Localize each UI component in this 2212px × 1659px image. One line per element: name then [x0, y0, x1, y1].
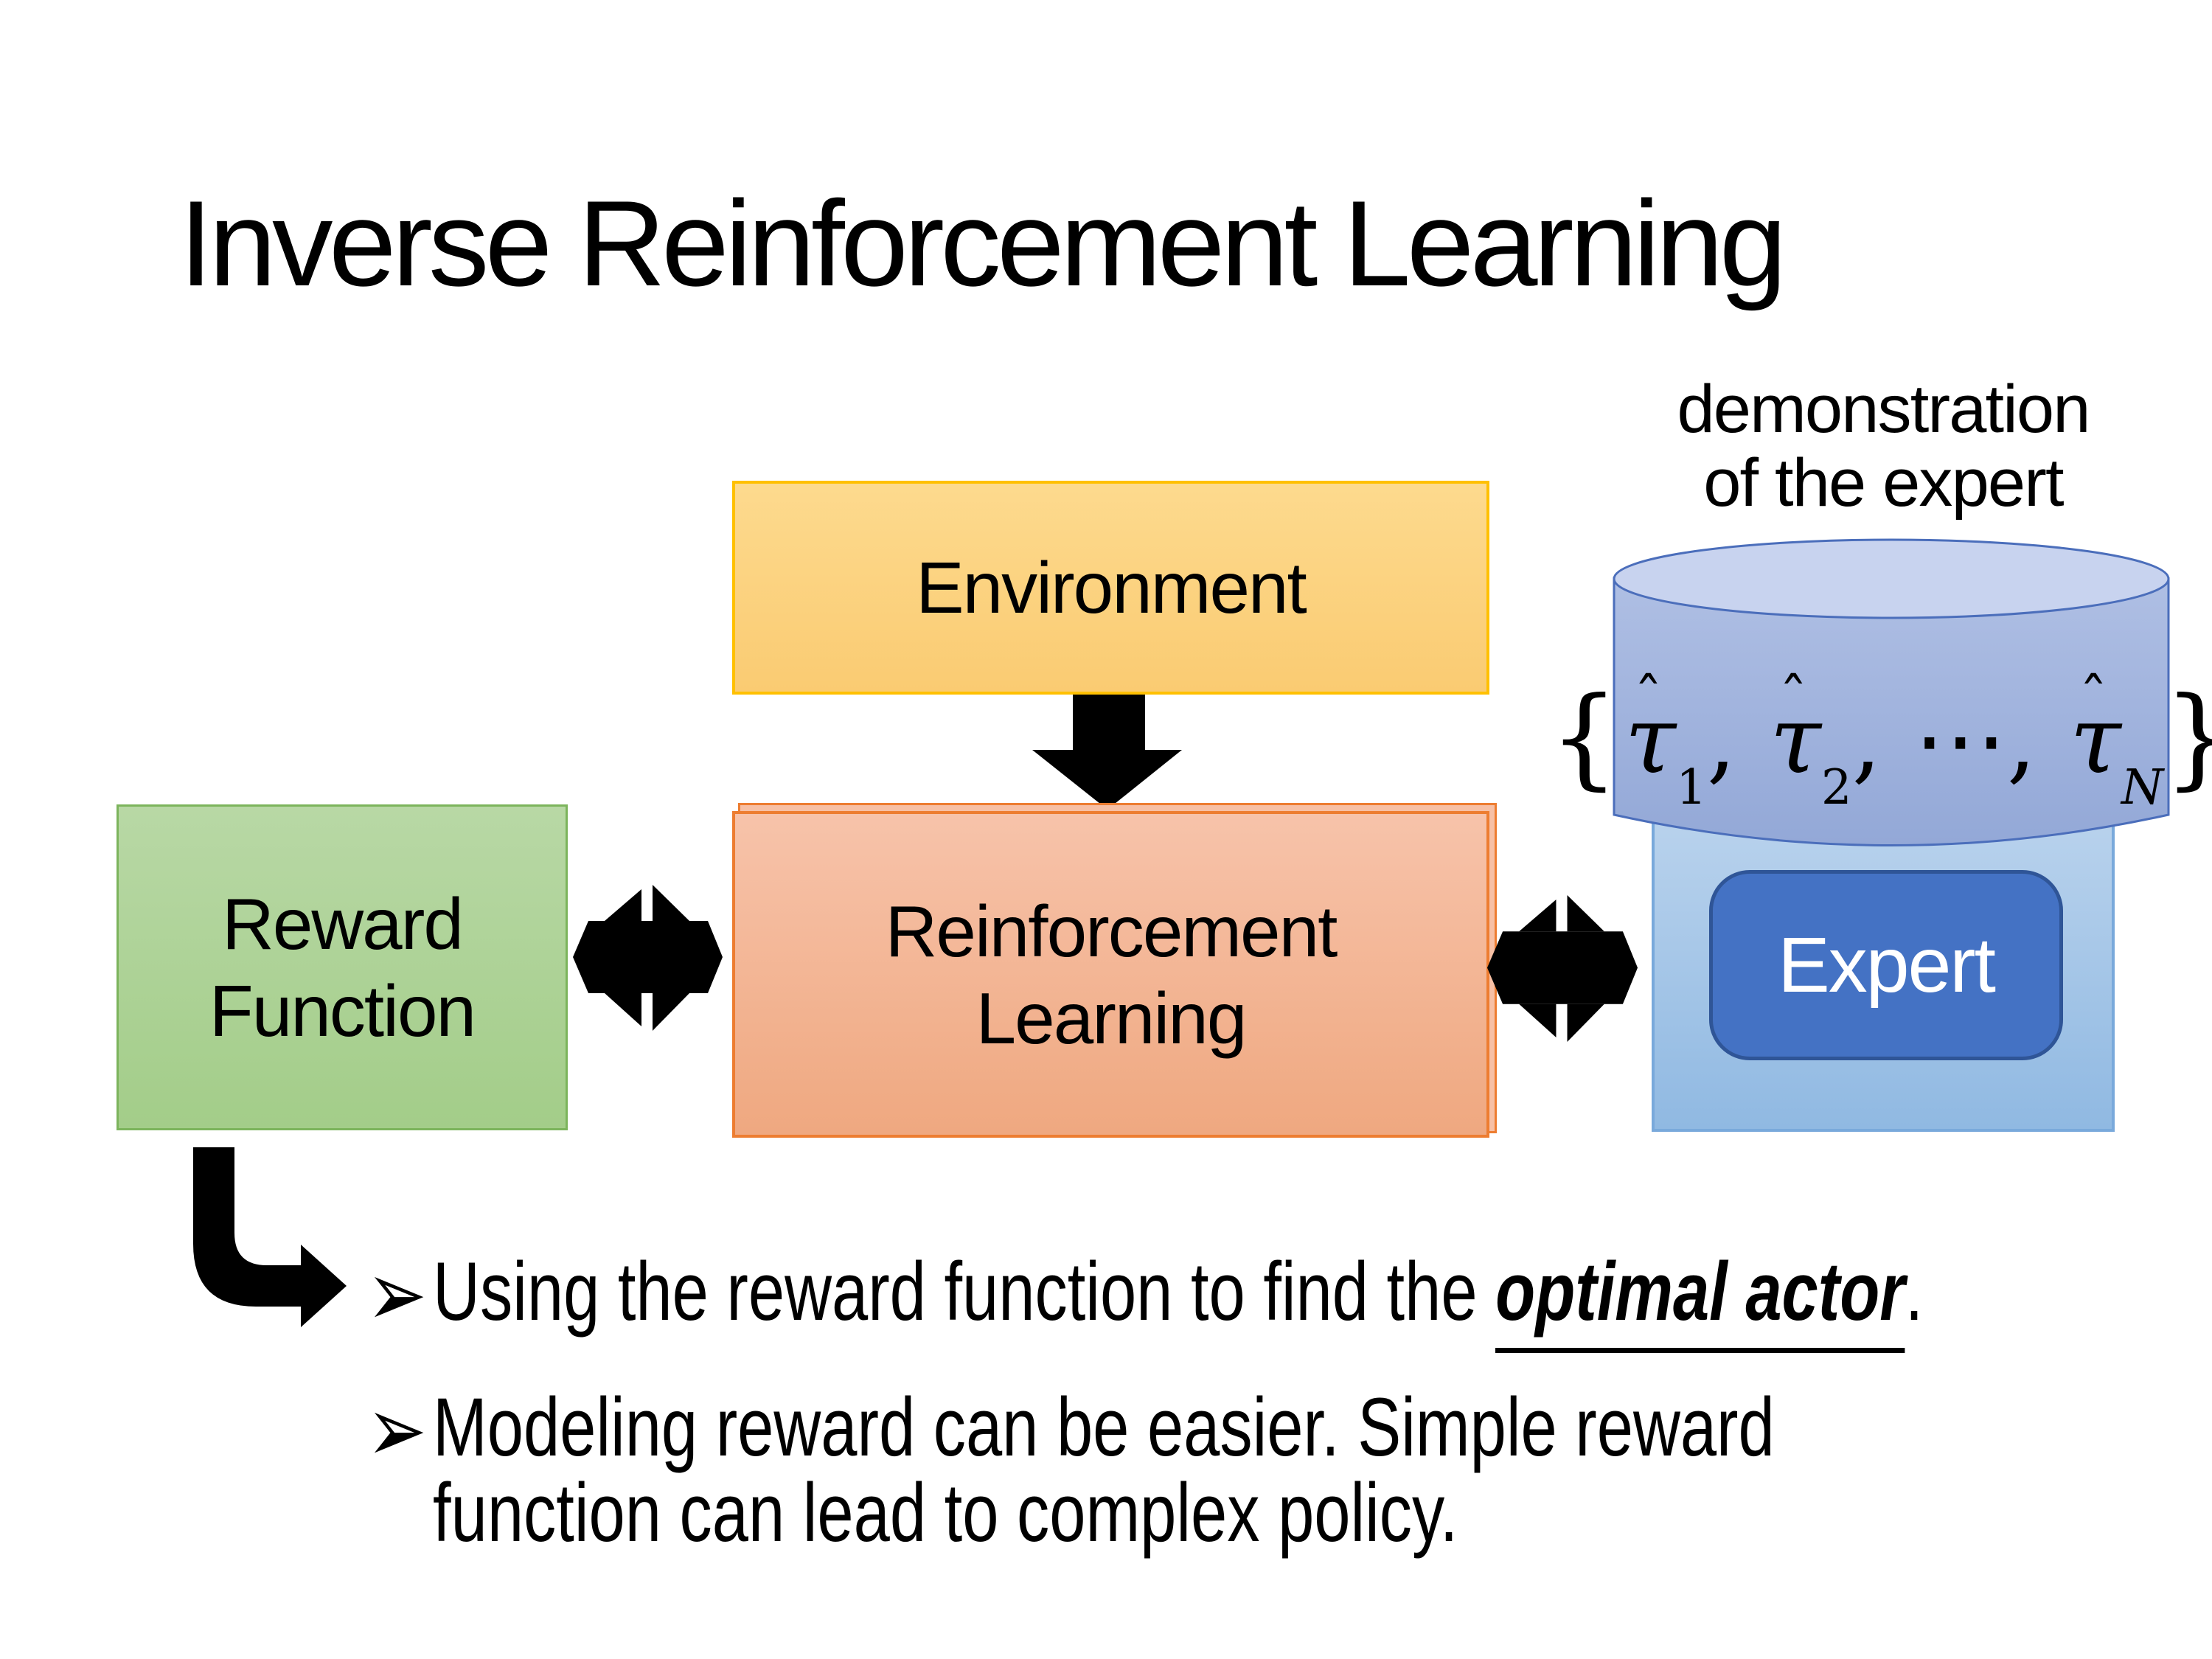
environment-box: Environment	[732, 481, 1489, 695]
down-arrow-icon	[1032, 695, 1182, 810]
bullet-arrow-icon: ➢	[366, 1242, 428, 1348]
bullet-text: Modeling reward can be easier. Simple re…	[433, 1381, 1775, 1559]
emphasis-optimal-actor: optimal actor	[1495, 1245, 1905, 1353]
close-brace: }	[2163, 674, 2212, 801]
ellipsis: ⋯	[1913, 685, 2007, 794]
slide-title: Inverse Reinforcement Learning	[179, 175, 1787, 311]
hat-accent: ˆ	[1633, 665, 1663, 733]
bullet-text: Using the reward function to find the op…	[433, 1245, 1923, 1353]
bent-arrow-icon	[193, 1147, 347, 1327]
bullet-arrow-icon: ➢	[366, 1377, 428, 1484]
reward-function-box: Reward Function	[116, 804, 568, 1130]
expert-box: Expert	[1709, 870, 2063, 1060]
expert-label: Expert	[1778, 922, 1996, 1009]
reinforcement-learning-label: Reinforcement Learning	[885, 890, 1338, 1059]
trajectory-set-expression: { ˆτ1, ˆτ2, ⋯, ˆτN }	[1549, 665, 2212, 815]
reinforcement-learning-box: Reinforcement Learning	[732, 811, 1489, 1138]
reward-function-label: Reward Function	[209, 883, 476, 1051]
database-cylinder-icon	[1613, 538, 2170, 846]
bullet-item-modeling-reward: ➢ Modeling reward can be easier. Simple …	[366, 1385, 1775, 1556]
hat-accent: ˆ	[1778, 665, 1808, 733]
environment-label: Environment	[916, 547, 1307, 628]
open-brace: {	[1549, 673, 1619, 801]
bullet-item-optimal-actor: ➢ Using the reward function to find the …	[366, 1242, 1923, 1353]
caption-line-2: of the expert	[1703, 445, 2064, 521]
double-arrow-right-icon	[1486, 895, 1638, 1042]
hat-accent: ˆ	[2079, 665, 2108, 733]
double-arrow-left-icon	[573, 885, 723, 1031]
caption-line-1: demonstration	[1677, 372, 2090, 447]
demonstration-caption: demonstration of the expert	[1588, 372, 2178, 520]
